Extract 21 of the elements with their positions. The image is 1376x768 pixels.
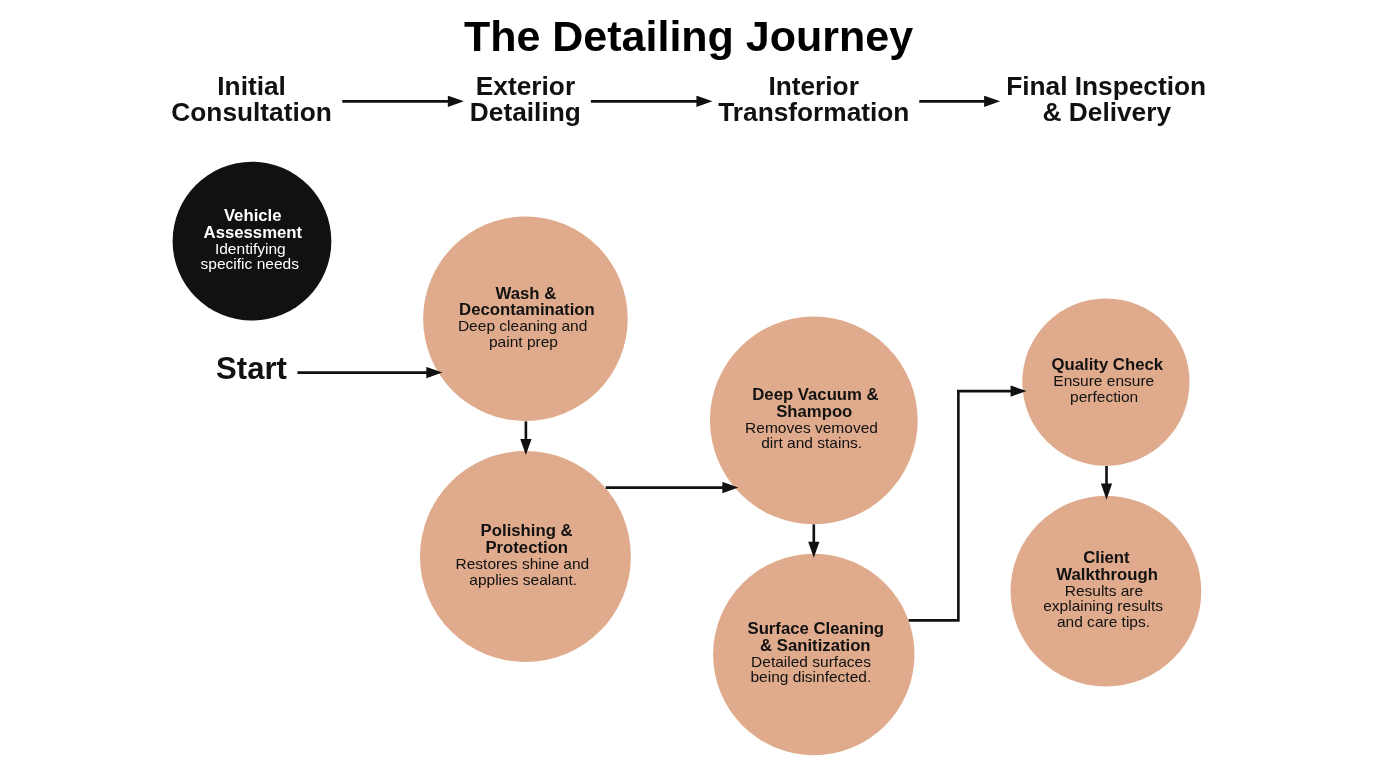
node-text: Exterior Detailing (469, 70, 581, 128)
arrow (519, 421, 531, 455)
node-text: Interior Transformation (717, 70, 909, 128)
node-circle: Vehicle Assessment Identifying specific needs (172, 161, 331, 321)
arrow (1100, 465, 1112, 500)
arrow (908, 385, 1027, 622)
arrow (296, 366, 442, 379)
arrow (605, 482, 738, 494)
diagram-title: The Detailing Journey (463, 11, 913, 60)
node-circle: Quality Check Ensure ensure perfection (1021, 298, 1190, 466)
arrow (807, 524, 819, 558)
arrow (590, 95, 712, 107)
node-text: Start (215, 350, 287, 386)
node-circle: Surface Cleaning & Sanitization Detailed surfaces being disinfected. (712, 553, 914, 756)
node-text: Initial Consultation (170, 70, 332, 128)
node-circle: Polishing & Protection Restores shine and applies sealant. (419, 451, 631, 662)
node-circle: Client Walkthrough Results are explaining results and care tips. (1010, 495, 1201, 687)
node-circle: Deep Vacuum & Shampoo Removes vemoved dirt and stains. (709, 316, 918, 525)
arrow (918, 95, 1000, 107)
node-text: Final Inspection & Delivery (1005, 70, 1206, 128)
arrow (341, 95, 464, 107)
